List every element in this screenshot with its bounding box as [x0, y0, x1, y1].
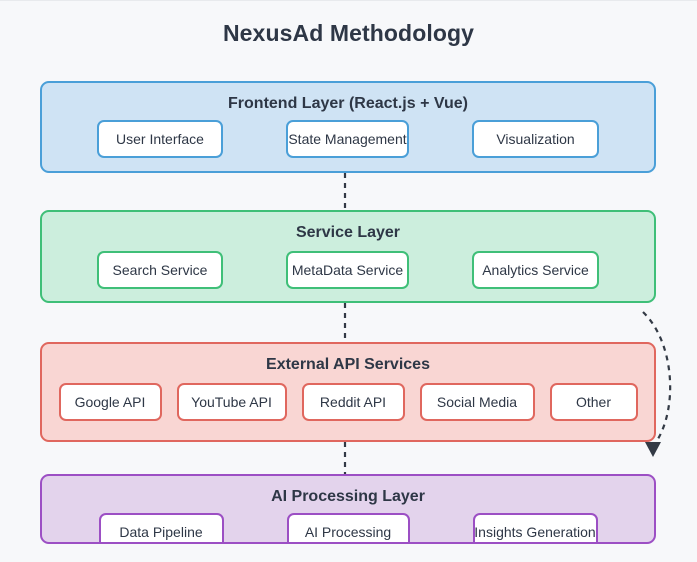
layer-service-nodes: Search Service MetaData Service Analytic…: [42, 251, 654, 289]
layer-frontend-nodes: User Interface State Management Visualiz…: [42, 120, 654, 158]
node-insights-generation[interactable]: Insights Generation: [472, 513, 598, 542]
node-search-service[interactable]: Search Service: [97, 251, 223, 289]
layer-service-title: Service Layer: [295, 224, 401, 241]
node-user-interface[interactable]: User Interface: [97, 120, 223, 158]
layer-service[interactable]: Service Layer Search Service MetaData Se…: [40, 210, 656, 303]
node-metadata-service[interactable]: MetaData Service: [286, 251, 409, 289]
node-reddit-api[interactable]: Reddit API: [301, 383, 405, 421]
layer-ai-processing[interactable]: AI Processing Layer Data Pipeline AI Pro…: [40, 474, 656, 544]
node-youtube-api[interactable]: YouTube API: [176, 383, 287, 421]
node-ai-processing[interactable]: AI Processing: [286, 513, 410, 542]
node-social-media[interactable]: Social Media: [419, 383, 535, 421]
layer-frontend[interactable]: Frontend Layer (React.js + Vue) User Int…: [40, 81, 656, 173]
layer-external-api-nodes: Google API YouTube API Reddit API Social…: [42, 383, 654, 421]
node-analytics-service[interactable]: Analytics Service: [472, 251, 599, 289]
layer-external-api[interactable]: External API Services Google API YouTube…: [40, 342, 656, 442]
layer-ai-processing-title: AI Processing Layer: [271, 488, 425, 505]
connector-arrowhead-icon: [645, 442, 661, 457]
node-other[interactable]: Other: [549, 383, 638, 421]
layer-frontend-title: Frontend Layer (React.js + Vue): [228, 95, 468, 112]
page-title: NexusAd Methodology: [222, 20, 475, 46]
node-visualization[interactable]: Visualization: [472, 120, 599, 158]
node-google-api[interactable]: Google API: [58, 383, 162, 421]
layer-external-api-title: External API Services: [266, 356, 430, 373]
node-data-pipeline[interactable]: Data Pipeline: [98, 513, 224, 542]
node-state-management[interactable]: State Management: [286, 120, 409, 158]
layer-ai-processing-nodes: Data Pipeline AI Processing Insights Gen…: [42, 513, 654, 542]
